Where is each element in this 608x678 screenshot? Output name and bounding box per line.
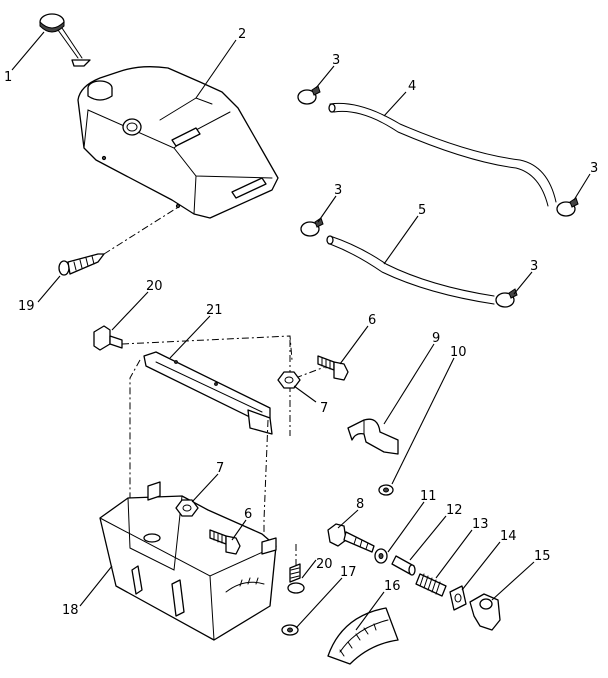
part-knob [469, 593, 501, 631]
part-tank-screw [58, 253, 105, 276]
callout-14: 14 [500, 529, 517, 544]
callout-10: 10 [450, 345, 467, 360]
part-spring [415, 573, 447, 597]
part-bolt-lower [287, 563, 305, 594]
part-washer-10 [378, 484, 394, 496]
callout-19: 19 [18, 299, 35, 314]
callout-5: 5 [418, 203, 426, 218]
callout-4: 4 [408, 79, 416, 94]
callout-labels: 1 2 3 4 3 3 5 3 19 20 21 6 9 10 7 7 6 8 … [4, 27, 598, 618]
callout-11: 11 [420, 489, 437, 504]
callout-20-b: 20 [316, 557, 333, 572]
part-clamp-bracket [347, 418, 399, 455]
callout-9: 9 [432, 331, 440, 346]
part-long-bolt [327, 523, 375, 553]
callout-17: 17 [340, 565, 357, 580]
callout-3-b: 3 [590, 161, 598, 176]
part-bolt-6-lower [209, 529, 241, 555]
callout-7-b: 7 [216, 461, 224, 476]
callout-8: 8 [356, 497, 364, 512]
callout-18: 18 [62, 603, 79, 618]
callout-3-d: 3 [530, 259, 538, 274]
part-bolt-upper [93, 325, 123, 351]
callout-7-a: 7 [320, 401, 328, 416]
callout-6-a: 6 [368, 313, 376, 328]
part-hose-clamp-b [556, 197, 579, 217]
callout-12: 12 [446, 503, 463, 518]
callout-16: 16 [384, 579, 401, 594]
callout-20-a: 20 [146, 279, 163, 294]
part-clip [449, 585, 467, 611]
part-nut-upper [277, 371, 301, 389]
part-washer-17 [281, 624, 299, 636]
centerline-screw-tank [103, 205, 181, 255]
callout-3-a: 3 [332, 53, 340, 68]
callout-21: 21 [206, 303, 223, 318]
part-hose-clamp-c [300, 217, 324, 237]
callout-6-b: 6 [244, 507, 252, 522]
part-washer-11 [374, 548, 388, 564]
part-fuel-hose-lower [326, 235, 495, 305]
callout-1: 1 [4, 70, 12, 85]
part-mounting-bracket [143, 351, 273, 435]
part-fuel-hose-upper [328, 102, 557, 207]
part-nut-lower [175, 499, 199, 517]
part-spacer-sleeve [391, 555, 416, 576]
part-hose-clamp-d [495, 288, 518, 308]
part-hose-clamp-a [297, 85, 321, 105]
leader-lines [11, 31, 591, 631]
part-lower-shroud [99, 481, 277, 641]
callout-13: 13 [472, 517, 489, 532]
part-bolt-6-upper [317, 355, 349, 381]
part-fuel-tank [77, 66, 279, 219]
part-quadrant-plate [327, 607, 399, 665]
callout-3-c: 3 [334, 183, 342, 198]
part-fuel-cap [39, 13, 91, 67]
callout-15: 15 [534, 549, 551, 564]
callout-2: 2 [238, 27, 246, 42]
